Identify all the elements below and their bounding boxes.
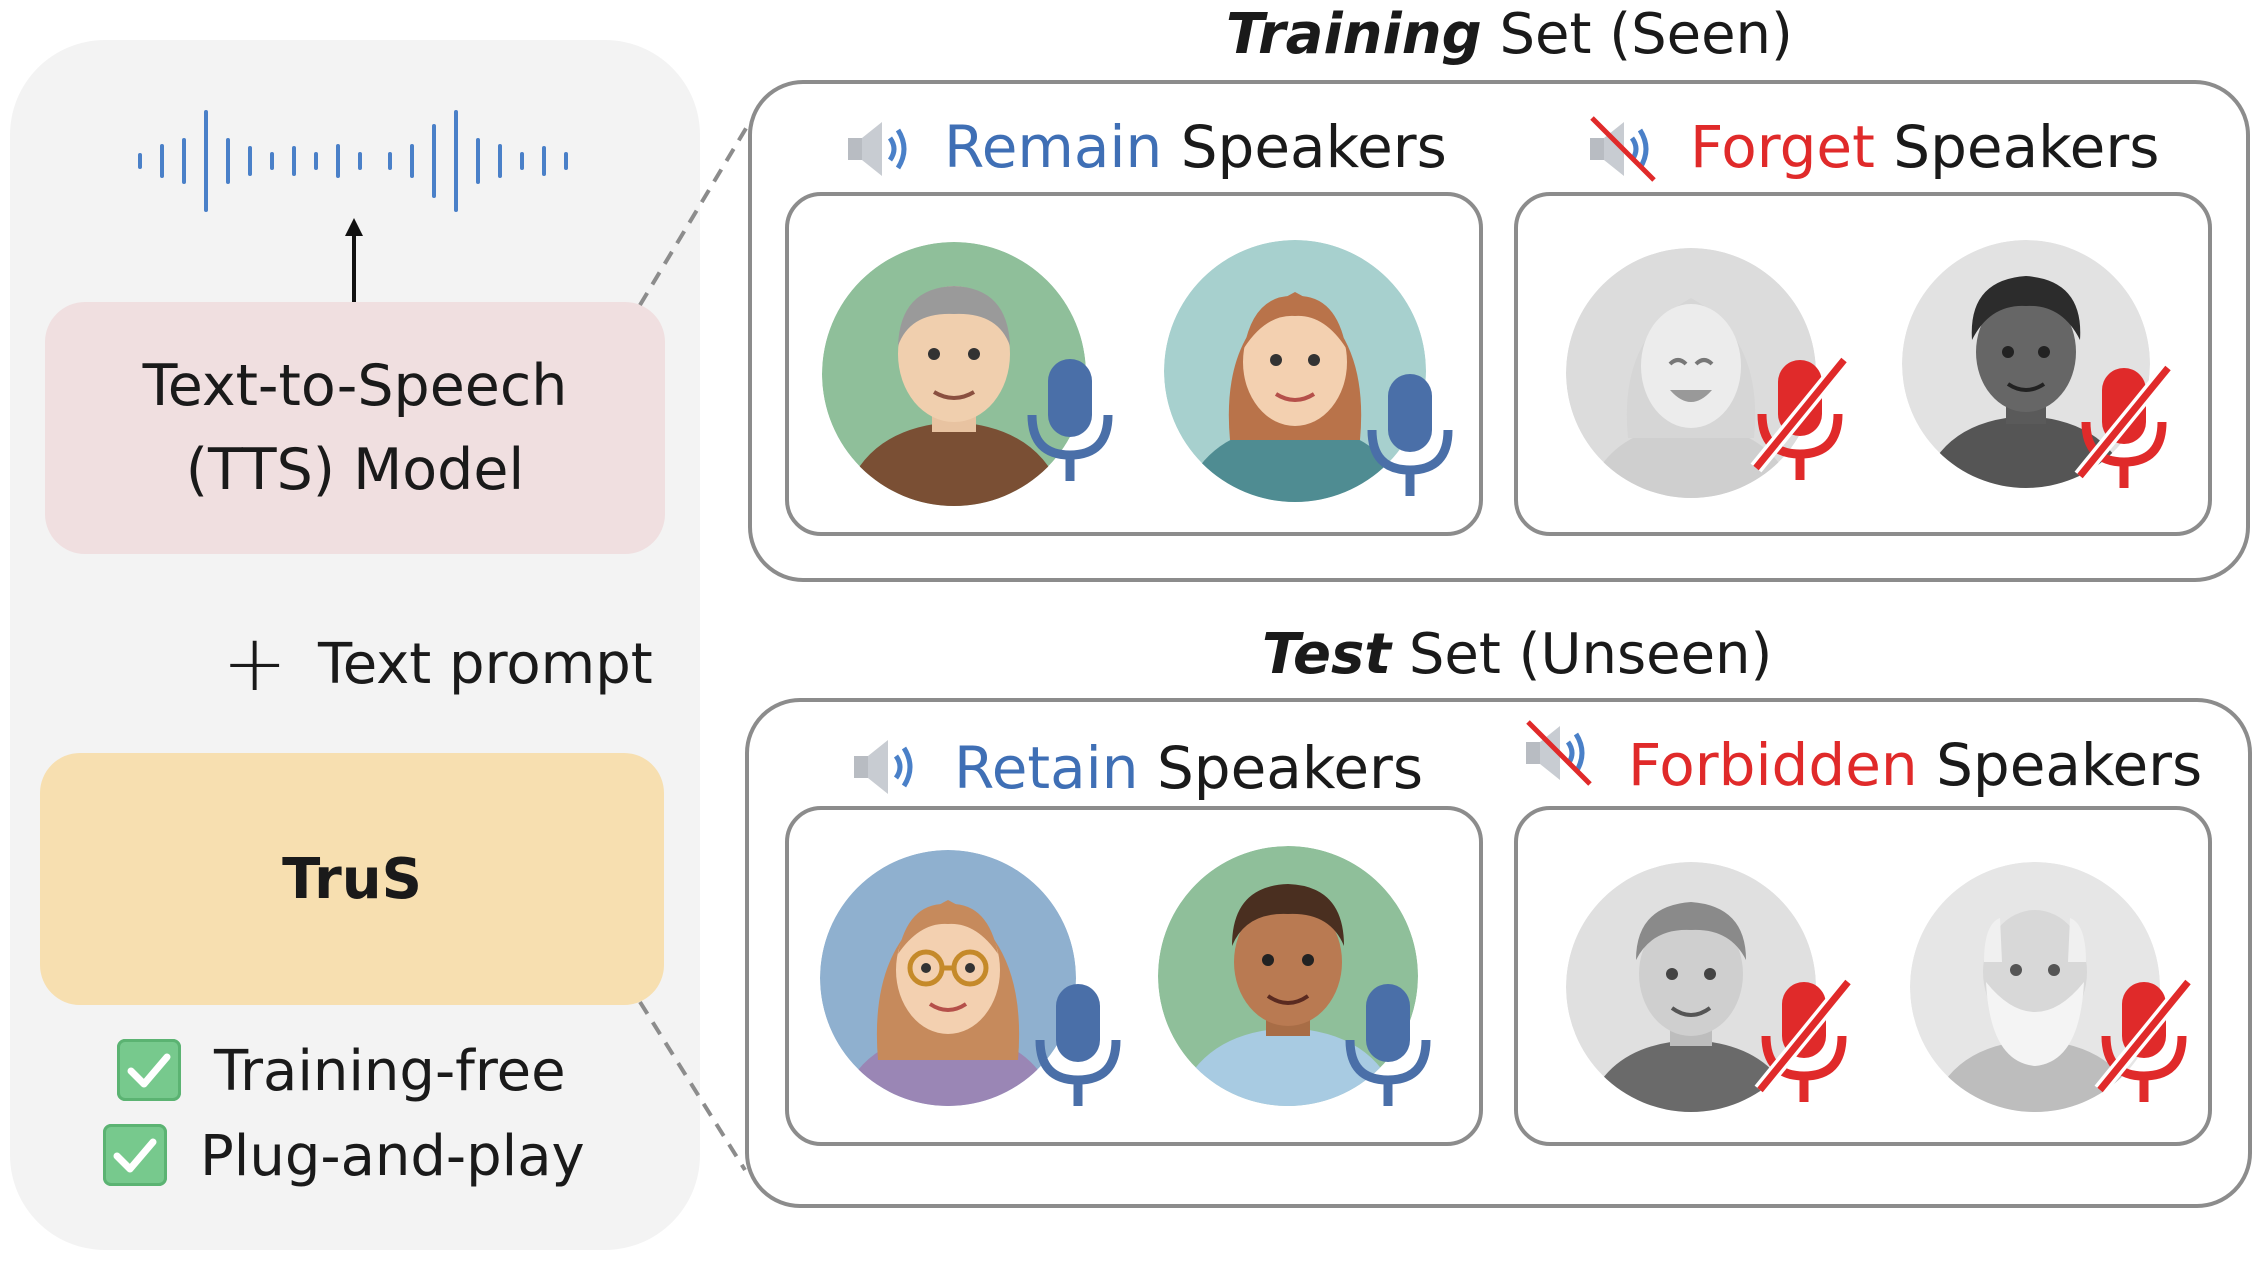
microphone-icon <box>1027 359 1113 481</box>
checkmark-icon <box>117 1039 181 1101</box>
microphone-icon <box>1035 984 1121 1106</box>
speaker-muted-icon <box>1590 116 1656 182</box>
test-set-title: Test Set (Unseen) <box>1262 622 1773 687</box>
microphone-icon <box>1345 984 1431 1106</box>
speaker-avatar <box>1164 240 1426 502</box>
forbidden-speaker-avatar <box>1910 862 2160 1112</box>
feature-plug-and-play: Plug-and-play <box>200 1124 585 1189</box>
waveform-icon <box>138 110 568 212</box>
arrow-up-icon <box>345 218 363 302</box>
microphone-muted-icon <box>1750 356 1850 480</box>
microphone-muted-icon <box>2094 978 2194 1102</box>
microphone-muted-icon <box>1754 978 1854 1102</box>
speaker-icon <box>854 740 913 794</box>
retain-speakers-heading: Retain Speakers <box>954 734 1424 802</box>
checkmark-icon <box>103 1124 167 1186</box>
speaker-avatar <box>820 850 1076 1106</box>
microphone-icon <box>1367 374 1453 496</box>
speaker-icon <box>848 122 907 176</box>
forgotten-speaker-avatar <box>1566 248 1816 498</box>
speaker-muted-icon <box>1526 720 1592 786</box>
trus-method-box: TruS <box>40 753 664 1005</box>
plus-icon: + <box>222 619 288 709</box>
remain-speakers-heading: Remain Speakers <box>944 113 1447 181</box>
forbidden-speakers-heading: Forbidden Speakers <box>1628 731 2203 799</box>
microphone-muted-icon <box>2074 364 2174 488</box>
tts-model-box: Text-to-Speech (TTS) Model <box>45 302 665 554</box>
feature-training-free: Training-free <box>214 1039 566 1104</box>
training-set-title: Training Set (Seen) <box>1226 2 1793 67</box>
text-prompt-label: Text prompt <box>318 632 653 697</box>
forget-speakers-heading: Forget Speakers <box>1690 113 2160 181</box>
speaker-avatar <box>822 242 1086 506</box>
forbidden-speaker-avatar <box>1566 862 1816 1112</box>
